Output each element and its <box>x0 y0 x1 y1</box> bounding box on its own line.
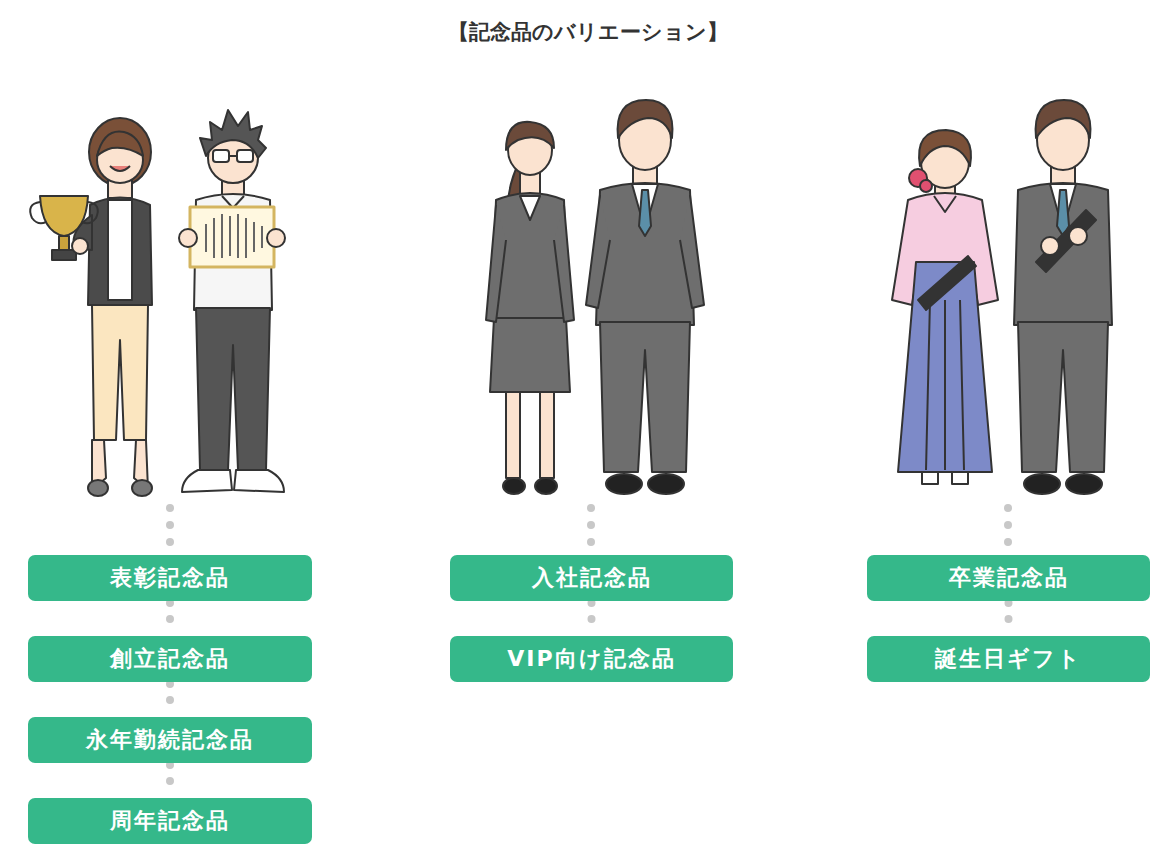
man-in-suit-part <box>618 100 673 138</box>
woman-with-trophy-part <box>92 305 148 440</box>
woman-in-hakama-part <box>922 472 938 484</box>
woman-with-trophy-part <box>40 196 88 236</box>
woman-with-trophy-part <box>72 238 88 254</box>
man-in-suit <box>586 100 704 494</box>
woman-with-trophy-part <box>108 200 132 300</box>
man-with-certificate-part <box>182 470 232 492</box>
woman-with-trophy-part <box>88 480 108 496</box>
woman-in-suit-part <box>486 205 506 322</box>
dotted-leader-part <box>1004 538 1012 546</box>
man-with-certificate-part <box>234 470 284 492</box>
dotted-leader-part <box>1004 521 1012 529</box>
woman-in-suit-part <box>506 122 554 150</box>
man-with-diploma-part <box>1036 210 1096 272</box>
dotted-leader-part <box>166 504 174 512</box>
box-label: 周年記念品 <box>110 808 230 834</box>
woman-with-trophy-part <box>52 250 76 260</box>
woman-in-suit-part <box>540 392 554 478</box>
box-label: 卒業記念品 <box>949 565 1069 591</box>
man-with-certificate-part <box>196 308 270 470</box>
woman-in-hakama-part <box>919 130 971 166</box>
dotted-leader-part <box>587 504 595 512</box>
man-in-suit-part <box>586 195 610 308</box>
woman-in-suit-part <box>554 205 574 322</box>
woman-in-suit-part <box>535 478 557 494</box>
dotted-connector <box>166 684 174 715</box>
woman-with-trophy-part <box>97 132 143 157</box>
dotted-connector <box>588 603 596 634</box>
man-in-suit-part <box>606 474 642 494</box>
diagram-title: 【記念品のバリエーション】 <box>0 18 1175 46</box>
box-label: 永年勤続記念品 <box>86 727 254 753</box>
man-with-diploma-part <box>1041 237 1059 255</box>
man-in-suit-part <box>596 183 694 325</box>
gift-category-box: 永年勤続記念品 <box>28 717 312 763</box>
box-label: 誕生日ギフト <box>935 646 1082 672</box>
dotted-leader-part <box>587 521 595 529</box>
man-with-certificate <box>179 110 285 492</box>
woman-in-suit-part <box>490 318 570 392</box>
woman-in-suit-part <box>506 392 520 478</box>
woman-in-hakama-part <box>918 256 976 310</box>
man-with-certificate-part <box>179 229 197 247</box>
man-with-certificate-part <box>190 207 274 267</box>
woman-in-suit-part <box>503 478 525 494</box>
gift-category-box: 表彰記念品 <box>28 555 312 601</box>
man-in-suit-part <box>639 190 651 236</box>
woman-in-hakama-part <box>926 300 964 470</box>
woman-in-hakama-part <box>934 196 956 212</box>
dotted-connector <box>1005 603 1013 634</box>
man-with-diploma-part <box>1014 183 1112 325</box>
woman-with-trophy-part <box>110 166 130 171</box>
man-with-diploma <box>1014 100 1112 494</box>
gift-category-box: 創立記念品 <box>28 636 312 682</box>
dotted-leader <box>166 504 1012 546</box>
man-with-diploma-part <box>1036 100 1091 138</box>
woman-in-hakama <box>892 130 998 484</box>
gift-category-box: VIP向け記念品 <box>450 636 733 682</box>
dotted-leader-part <box>166 521 174 529</box>
box-label: 入社記念品 <box>532 565 652 591</box>
woman-with-trophy-part <box>59 236 69 250</box>
dotted-leader-part <box>166 538 174 546</box>
woman-in-suit <box>486 122 574 494</box>
gift-category-box: 誕生日ギフト <box>867 636 1150 682</box>
woman-in-hakama-part <box>952 472 968 484</box>
box-label: VIP向け記念品 <box>507 646 675 672</box>
man-in-suit-part <box>680 195 704 308</box>
man-with-certificate-part <box>267 229 285 247</box>
woman-with-trophy-part <box>89 118 151 186</box>
man-with-diploma-part <box>1069 227 1087 245</box>
woman-with-trophy <box>30 118 152 496</box>
man-in-suit-part <box>600 322 690 472</box>
gift-category-box: 周年記念品 <box>28 798 312 844</box>
box-label: 表彰記念品 <box>110 565 230 591</box>
man-with-certificate-part <box>237 150 253 162</box>
man-with-certificate-part <box>229 155 237 157</box>
man-in-suit-part <box>648 474 684 494</box>
dotted-leader-part <box>587 538 595 546</box>
woman-in-hakama-part <box>920 180 932 192</box>
man-with-diploma-part <box>1024 474 1060 494</box>
gift-category-box: 卒業記念品 <box>867 555 1150 601</box>
man-with-certificate-part <box>213 150 229 162</box>
dotted-connector <box>166 603 174 634</box>
dotted-connector <box>166 765 174 796</box>
man-with-diploma-part <box>1018 322 1108 472</box>
man-with-certificate-part <box>206 214 262 258</box>
gift-category-box: 入社記念品 <box>450 555 733 601</box>
dotted-leader-part <box>1004 504 1012 512</box>
man-with-certificate-part <box>200 110 266 158</box>
man-with-diploma-part <box>1066 474 1102 494</box>
box-label: 創立記念品 <box>110 646 230 672</box>
woman-with-trophy-part <box>132 480 152 496</box>
woman-with-trophy-part <box>30 202 98 223</box>
woman-in-suit-part <box>520 196 540 220</box>
